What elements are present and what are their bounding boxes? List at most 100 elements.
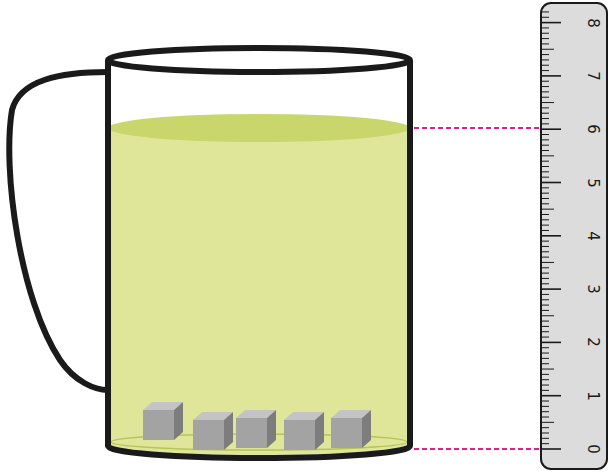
mug-base [108, 446, 410, 458]
ruler-tick [541, 385, 549, 386]
ruler-tick [541, 347, 549, 348]
ruler-tick [541, 331, 549, 332]
ruler-tick [541, 326, 549, 327]
ruler-tick [541, 267, 549, 268]
ruler-tick [541, 38, 549, 39]
ruler-tick [541, 443, 549, 444]
ruler-tick [541, 97, 549, 98]
ruler-tick [541, 363, 549, 364]
mug-wall [105, 60, 111, 446]
ruler-tick [541, 337, 549, 338]
ruler-tick [541, 358, 549, 359]
ruler-tick [541, 246, 549, 247]
ruler-tick [541, 278, 549, 279]
ruler-tick [541, 70, 549, 71]
ruler-tick [541, 230, 549, 231]
ruler-tick [541, 198, 549, 199]
ruler-tick [541, 390, 549, 391]
ruler-number: 3 [585, 284, 600, 294]
ruler-tick [541, 251, 549, 252]
ruler-tick [541, 123, 549, 124]
ruler-tick [541, 262, 554, 263]
ruler-tick [541, 433, 549, 434]
ruler-number: 8 [585, 18, 600, 28]
ruler-number: 6 [585, 124, 600, 134]
ruler-tick [541, 54, 549, 55]
ruler-tick [541, 65, 549, 66]
ruler-tick [541, 118, 549, 119]
ruler-tick [541, 155, 554, 156]
ruler-tick [541, 374, 549, 375]
ruler-tick [541, 342, 561, 344]
ruler-tick [541, 294, 549, 295]
ruler-number: 5 [585, 178, 600, 188]
ruler-tick [541, 139, 549, 140]
ruler-tick [541, 49, 554, 50]
ruler-tick [541, 166, 549, 167]
ruler-tick [541, 427, 549, 428]
ruler-tick [541, 241, 549, 242]
ruler-tick [541, 22, 561, 24]
ruler-tick [541, 187, 549, 188]
mug-rim [108, 48, 410, 72]
cube [284, 412, 324, 450]
ruler-tick [541, 27, 549, 28]
ruler-tick [541, 214, 549, 215]
ruler-tick [541, 161, 549, 162]
ruler-tick [541, 33, 549, 34]
ruler-tick [541, 219, 549, 220]
ruler-tick [541, 411, 549, 412]
ruler-tick [541, 113, 549, 114]
ruler-tick [541, 353, 549, 354]
ruler-tick [541, 203, 549, 204]
cube [143, 402, 183, 440]
level-line [414, 127, 540, 129]
ruler-tick [541, 305, 549, 306]
ruler-tick [541, 406, 549, 407]
ruler-tick [541, 17, 549, 18]
mug-wall [407, 60, 413, 446]
ruler-tick [541, 145, 549, 146]
ruler-tick [541, 273, 549, 274]
ruler-number: 0 [585, 444, 600, 454]
ruler-tick [541, 81, 549, 82]
liquid-surface [108, 114, 410, 142]
level-line [414, 448, 540, 450]
ruler-tick [541, 182, 561, 184]
cube [331, 410, 371, 448]
ruler-tick [541, 177, 549, 178]
ruler-number: 1 [585, 391, 600, 401]
ruler-tick [541, 315, 554, 316]
ruler-tick [541, 417, 549, 418]
ruler-tick [541, 102, 554, 103]
ruler-ticks [541, 12, 561, 449]
ruler-tick [541, 321, 549, 322]
ruler-tick [541, 422, 554, 423]
ruler [541, 3, 607, 469]
ruler-number: 7 [585, 71, 600, 81]
ruler-tick [541, 299, 549, 300]
ruler-tick [541, 235, 561, 237]
ruler-tick [541, 438, 549, 439]
ruler-tick [541, 283, 549, 284]
ruler-tick [541, 107, 549, 108]
ruler-number: 4 [585, 231, 600, 241]
ruler-tick [541, 369, 554, 370]
mug-handle [9, 72, 108, 390]
ruler-tick [541, 448, 561, 450]
ruler-tick [541, 150, 549, 151]
ruler-tick [541, 86, 549, 87]
ruler-tick [541, 257, 549, 258]
ruler-tick [541, 395, 561, 397]
ruler-tick [541, 401, 549, 402]
ruler-tick [541, 75, 561, 77]
ruler-tick [541, 379, 549, 380]
liquid [108, 128, 410, 455]
ruler-tick [541, 171, 549, 172]
ruler-tick [541, 128, 561, 130]
ruler-tick [541, 11, 549, 12]
ruler-tick [541, 134, 549, 135]
ruler-number: 2 [585, 338, 600, 348]
cube [236, 410, 276, 448]
